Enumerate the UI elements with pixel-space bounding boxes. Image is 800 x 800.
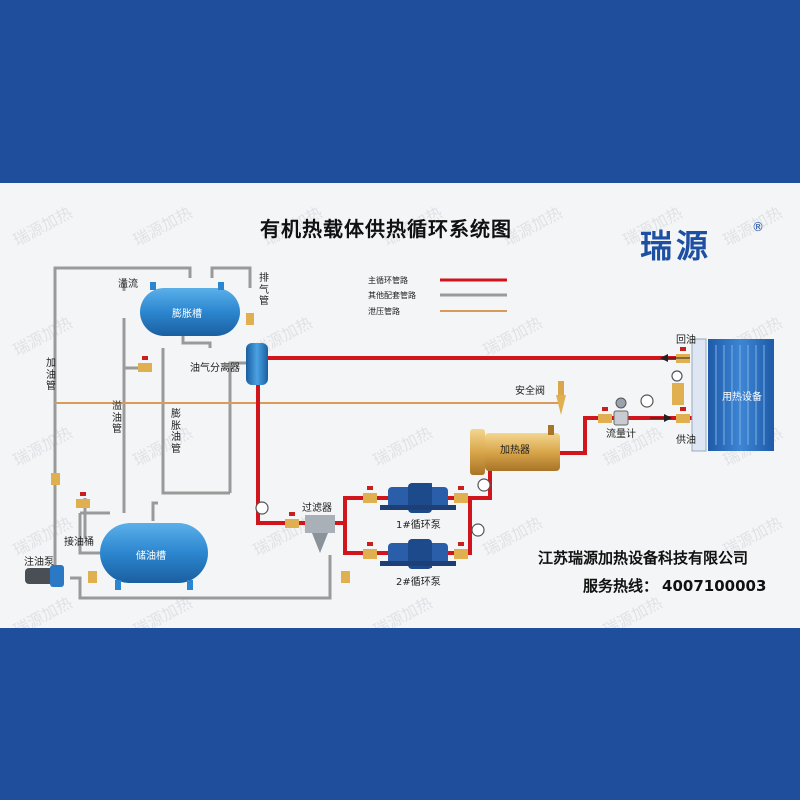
registered-mark: ®: [752, 220, 764, 234]
heater: [470, 425, 560, 475]
flow-arrows: [650, 354, 690, 422]
safety-valve: [556, 381, 566, 415]
brand-logo: 瑞源: [640, 227, 713, 265]
pump-1: [380, 483, 456, 513]
legend-relief: 泄压管路: [368, 307, 400, 316]
separator-label: 油气分离器: [190, 363, 240, 374]
pressure-gauges: [255, 370, 683, 537]
fill-pump: [25, 565, 64, 587]
user-equipment: [691, 338, 774, 452]
oil-add-pipe-label: 加油管: [46, 358, 56, 392]
oil-gas-separator: [246, 343, 268, 385]
return-oil-label: 回油: [676, 335, 696, 346]
expansion-tank: [140, 282, 240, 336]
filter-label: 过滤器: [302, 503, 332, 514]
legend-aux: 其他配套管路: [368, 291, 416, 300]
user-equipment-label: 用热设备: [722, 392, 762, 403]
filter: [305, 515, 335, 553]
safety-valve-label: 安全阀: [515, 386, 545, 397]
supply-oil-label: 供油: [676, 435, 696, 446]
storage-tank: [100, 523, 208, 590]
heater-label: 加热器: [500, 445, 530, 456]
hotline-label: 服务热线：: [583, 577, 659, 595]
system-diagram: [25, 266, 774, 600]
pump-1-label: 1#循环泵: [396, 520, 441, 531]
overflow-pipe-label: 溢油管: [112, 401, 122, 435]
flowmeter: [613, 397, 629, 426]
expansion-pipe-label: 膨胀油管: [171, 409, 181, 455]
pump-2-label: 2#循环泵: [396, 577, 441, 588]
valve-handles: [80, 347, 686, 546]
expansion-tank-label: 膨胀槽: [172, 309, 202, 320]
pump-2: [380, 539, 456, 569]
page-title: 有机热载体供热循环系统图: [260, 217, 512, 241]
vent-pipe-label: 排气管: [259, 273, 269, 307]
hotline-number: 4007100003: [662, 577, 767, 595]
diagram-panel: 瑞源加热瑞源加热瑞源加热瑞源加热瑞源加热瑞源加热瑞源加热瑞源加热瑞源加热瑞源加热…: [0, 183, 800, 628]
fill-pump-label: 注油泵: [24, 557, 54, 568]
collect-bucket-label: 接油桶: [64, 537, 94, 548]
legend-main: 主循环管路: [368, 276, 408, 285]
storage-tank-label: 储油槽: [136, 551, 166, 562]
flowmeter-label: 流量计: [606, 429, 636, 440]
overflow-label: 溢流: [118, 279, 138, 290]
company-name: 江苏瑞源加热设备科技有限公司: [538, 549, 749, 567]
service-hotline: 服务热线：4007100003: [583, 575, 766, 596]
